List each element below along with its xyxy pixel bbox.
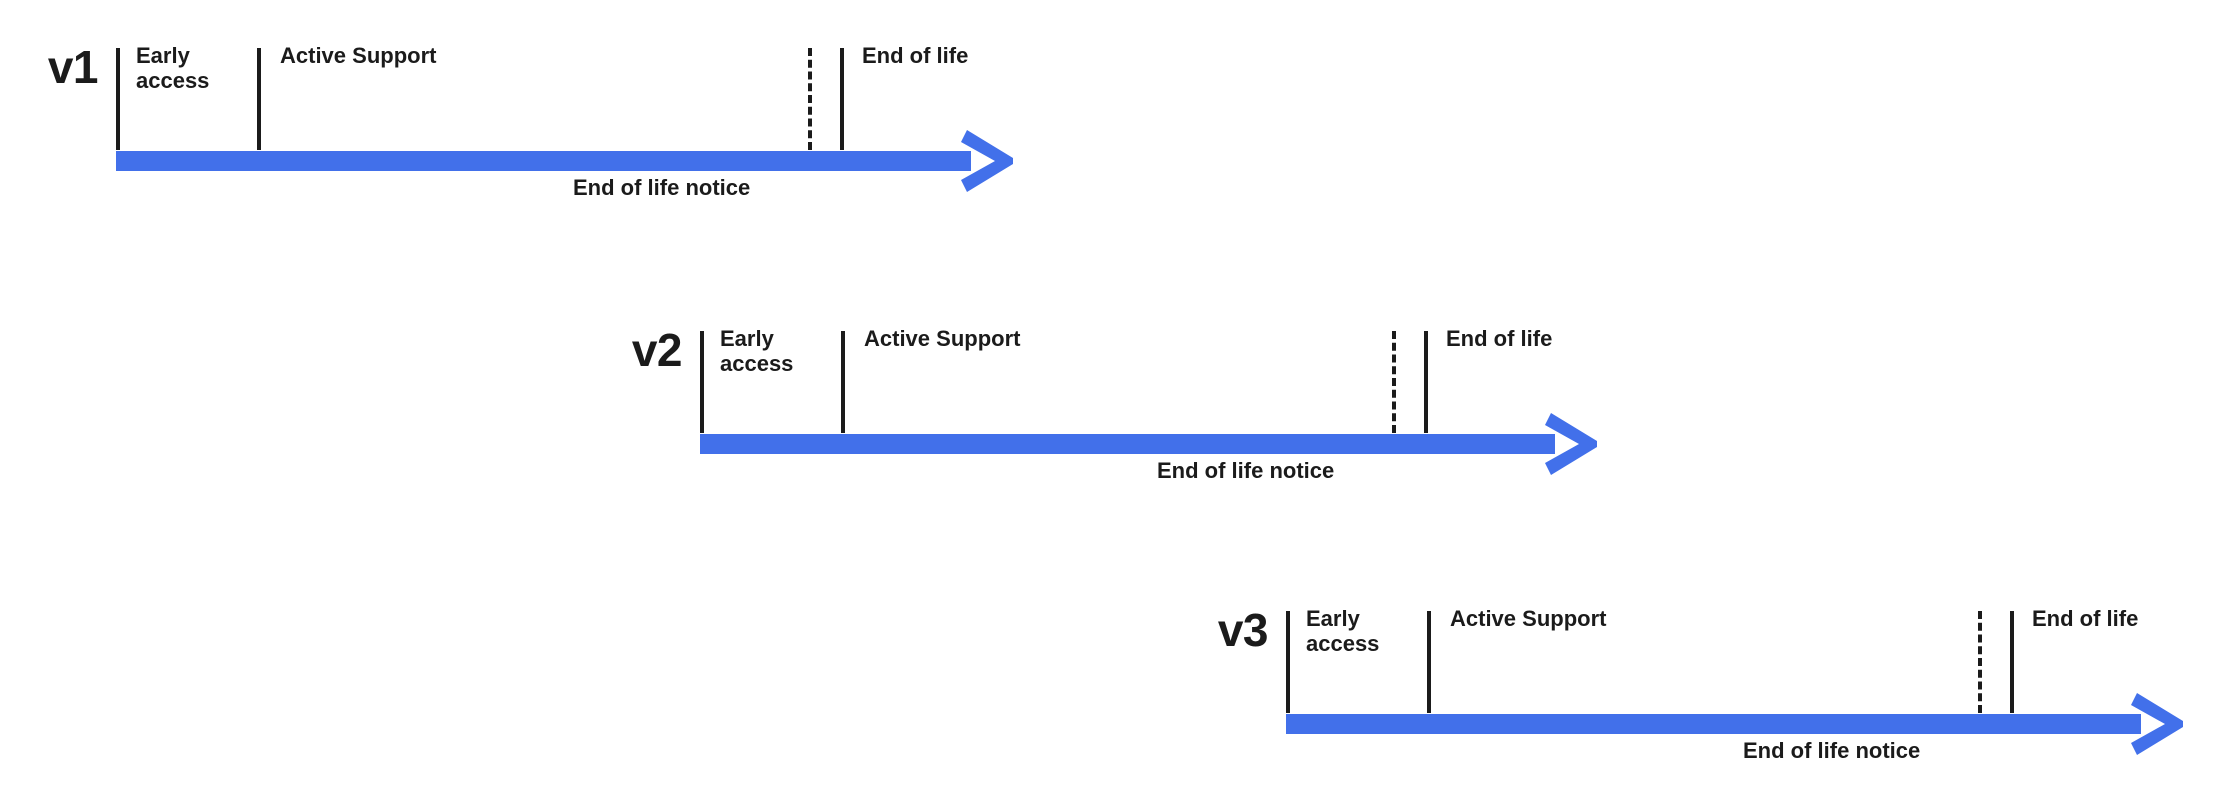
end-of-life-notice-marker-v3 <box>1978 611 1982 713</box>
phase-label-end-of-life-v1: End of life <box>862 43 969 68</box>
phase-label-active-support-v1: Active Support <box>280 43 437 68</box>
phase-divider-end-of-life-v3 <box>2010 611 2014 713</box>
lifecycle-track-v3 <box>1286 714 2141 734</box>
end-of-life-notice-label-v3: End of life notice <box>1743 738 1921 763</box>
phase-label-early-access-v1: Early access <box>136 43 210 93</box>
phase-divider-start-v1 <box>116 48 120 150</box>
phase-divider-active-support-v3 <box>1427 611 1431 713</box>
phase-label-early-access-v2: Early access <box>720 326 794 376</box>
phase-label-active-support-v3: Active Support <box>1450 606 1607 631</box>
end-of-life-notice-marker-v2 <box>1392 331 1396 433</box>
end-of-life-notice-label-v2: End of life notice <box>1157 458 1335 483</box>
phase-divider-start-v2 <box>700 331 704 433</box>
phase-label-end-of-life-v2: End of life <box>1446 326 1553 351</box>
phase-label-active-support-v2: Active Support <box>864 326 1021 351</box>
lifecycle-track-v2 <box>700 434 1555 454</box>
timeline-v1: v1 Early access Active Support End of li… <box>0 0 1060 200</box>
phase-divider-end-of-life-v2 <box>1424 331 1428 433</box>
timeline-v3: v3 Early access Active Support End of li… <box>1170 563 2228 763</box>
version-label-v2: v2 <box>631 324 683 376</box>
timeline-v2: v2 Early access Active Support End of li… <box>584 283 1644 483</box>
lifecycle-track-v1 <box>116 151 971 171</box>
phase-divider-active-support-v2 <box>841 331 845 433</box>
version-label-v3: v3 <box>1217 604 1269 656</box>
phase-divider-active-support-v1 <box>257 48 261 150</box>
end-of-life-notice-marker-v1 <box>808 48 812 150</box>
phase-label-early-access-v3: Early access <box>1306 606 1380 656</box>
phase-label-end-of-life-v3: End of life <box>2032 606 2139 631</box>
phase-divider-start-v3 <box>1286 611 1290 713</box>
phase-divider-end-of-life-v1 <box>840 48 844 150</box>
end-of-life-notice-label-v1: End of life notice <box>573 175 751 200</box>
version-label-v1: v1 <box>47 41 99 93</box>
